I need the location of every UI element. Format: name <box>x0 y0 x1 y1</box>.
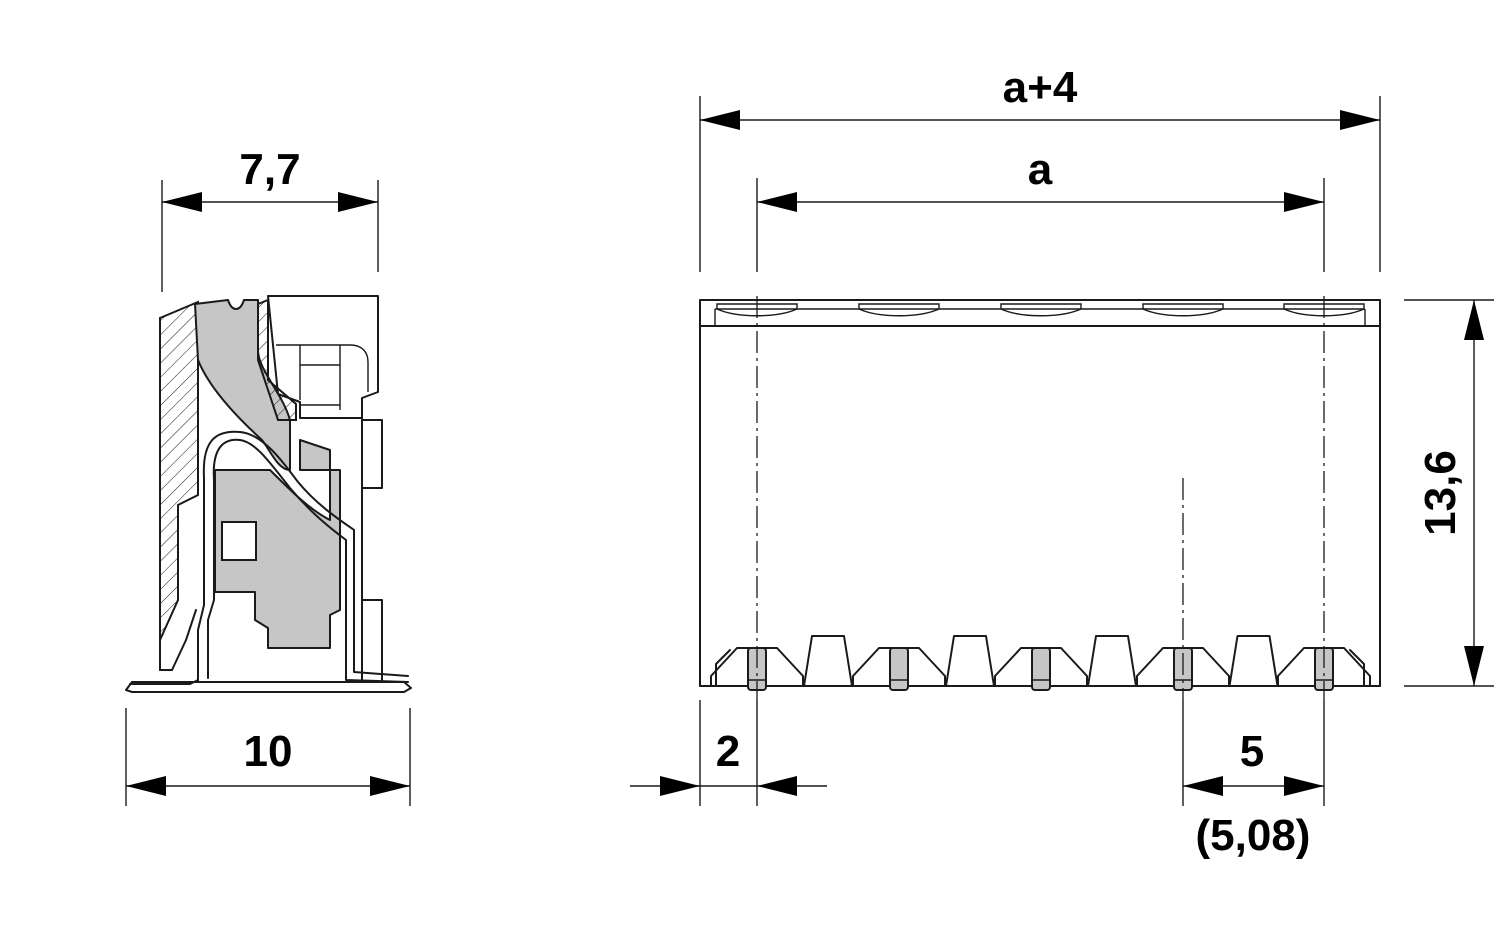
dim-overall-length: a+4 <box>699 63 1381 272</box>
top-rib <box>716 303 798 317</box>
comb-slot <box>1087 635 1137 687</box>
label-overall-length: a+4 <box>1003 63 1078 112</box>
top-rib <box>1283 303 1365 317</box>
dim-pitch-length: a <box>756 145 1325 272</box>
comb-slot <box>1228 635 1279 687</box>
comb-slot <box>945 635 995 687</box>
side-view: 7,7 10 <box>125 145 412 806</box>
label-height: 13,6 <box>1416 450 1465 536</box>
comb-edge-left <box>699 649 731 687</box>
top-rib <box>1000 303 1082 317</box>
dim-pitch: 5 (5,08) <box>1182 700 1325 860</box>
dim-side-width-bottom: 10 <box>125 708 411 806</box>
center-lines <box>756 296 1325 700</box>
dim-edge-offset: 2 <box>630 700 827 806</box>
latch-lower <box>361 599 383 683</box>
label-side-width-top: 7,7 <box>239 145 300 194</box>
contact-body <box>214 439 341 649</box>
dim-height: 13,6 <box>1404 299 1494 687</box>
housing-front <box>699 299 1381 687</box>
dim-side-width-top: 7,7 <box>161 145 379 292</box>
label-pitch: 5 <box>1240 727 1264 776</box>
housing-wall-left <box>159 300 199 641</box>
contact-window <box>221 521 257 561</box>
pin <box>1031 647 1051 691</box>
label-pitch-length: a <box>1028 145 1053 194</box>
top-ribs <box>716 303 1365 317</box>
label-edge-offset: 2 <box>716 727 740 776</box>
pin-row <box>747 647 1334 691</box>
top-rib <box>1142 303 1224 317</box>
label-side-width-bottom: 10 <box>244 727 293 776</box>
comb-edge-right <box>1349 649 1381 687</box>
label-pitch-alt: (5,08) <box>1196 811 1311 860</box>
top-rib <box>858 303 940 317</box>
comb-slot <box>803 635 853 687</box>
pin <box>889 647 909 691</box>
front-view: a+4 a <box>699 63 1381 687</box>
hatched-rib <box>257 298 297 421</box>
latch-upper <box>361 419 383 489</box>
base-plate <box>125 681 412 693</box>
